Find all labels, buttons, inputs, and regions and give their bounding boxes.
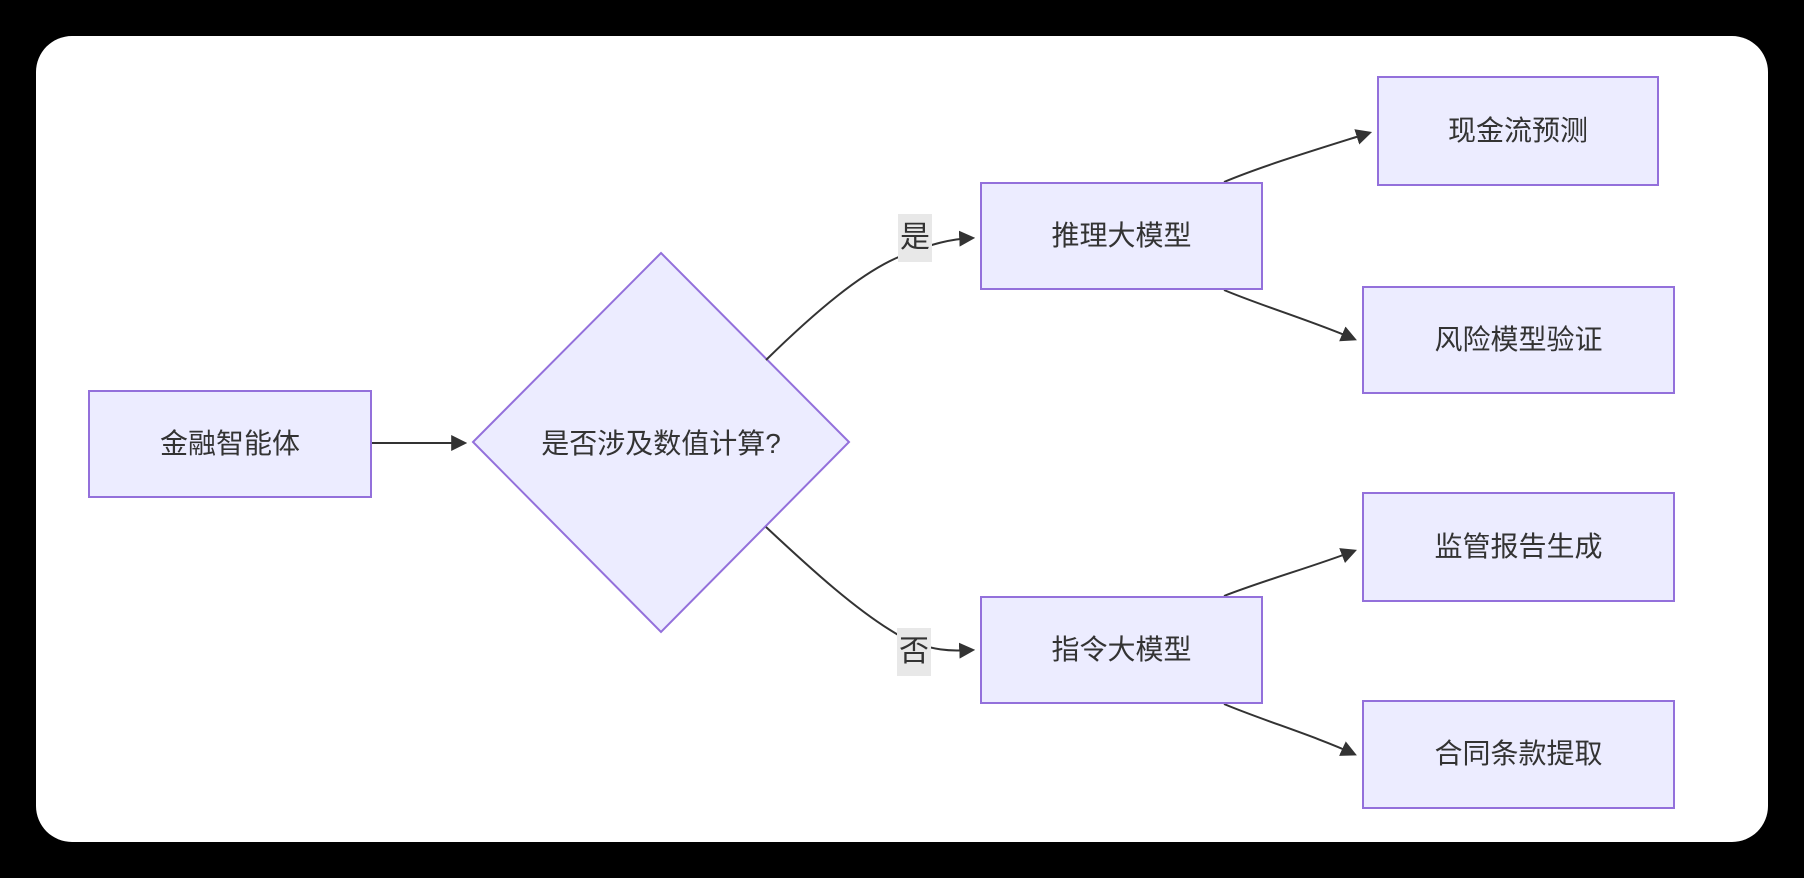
edge-decision-instruct bbox=[765, 526, 976, 659]
node-instruct: 指令大模型 bbox=[980, 596, 1263, 704]
edge-decision-reasoning bbox=[765, 230, 976, 361]
node-reasoning-label: 推理大模型 bbox=[1051, 219, 1192, 251]
node-start-label: 金融智能体 bbox=[159, 427, 300, 459]
node-regulatory-label: 监管报告生成 bbox=[1434, 530, 1603, 562]
edge-label-yes: 是 bbox=[898, 214, 932, 262]
node-decision-label: 是否涉及数值计算? bbox=[541, 428, 781, 459]
node-contract: 合同条款提取 bbox=[1362, 700, 1675, 809]
node-risk-label: 风险模型验证 bbox=[1434, 323, 1603, 355]
node-instruct-label: 指令大模型 bbox=[1051, 633, 1192, 665]
node-contract-label: 合同条款提取 bbox=[1434, 738, 1603, 770]
edge-label-no: 否 bbox=[897, 628, 931, 676]
edge-instruct-contract bbox=[1223, 703, 1357, 756]
node-reasoning: 推理大模型 bbox=[980, 182, 1263, 290]
node-cashflow-label: 现金流预测 bbox=[1447, 114, 1588, 146]
node-risk: 风险模型验证 bbox=[1362, 286, 1675, 394]
edge-instruct-regulatory bbox=[1223, 548, 1357, 597]
edge-reasoning-risk bbox=[1223, 289, 1357, 342]
node-regulatory: 监管报告生成 bbox=[1362, 492, 1675, 602]
node-decision: 是否涉及数值计算? bbox=[501, 412, 821, 472]
node-start: 金融智能体 bbox=[88, 390, 372, 498]
decision-diamond-shape bbox=[471, 251, 851, 634]
node-cashflow: 现金流预测 bbox=[1377, 76, 1659, 186]
edge-reasoning-cashflow bbox=[1223, 129, 1373, 183]
